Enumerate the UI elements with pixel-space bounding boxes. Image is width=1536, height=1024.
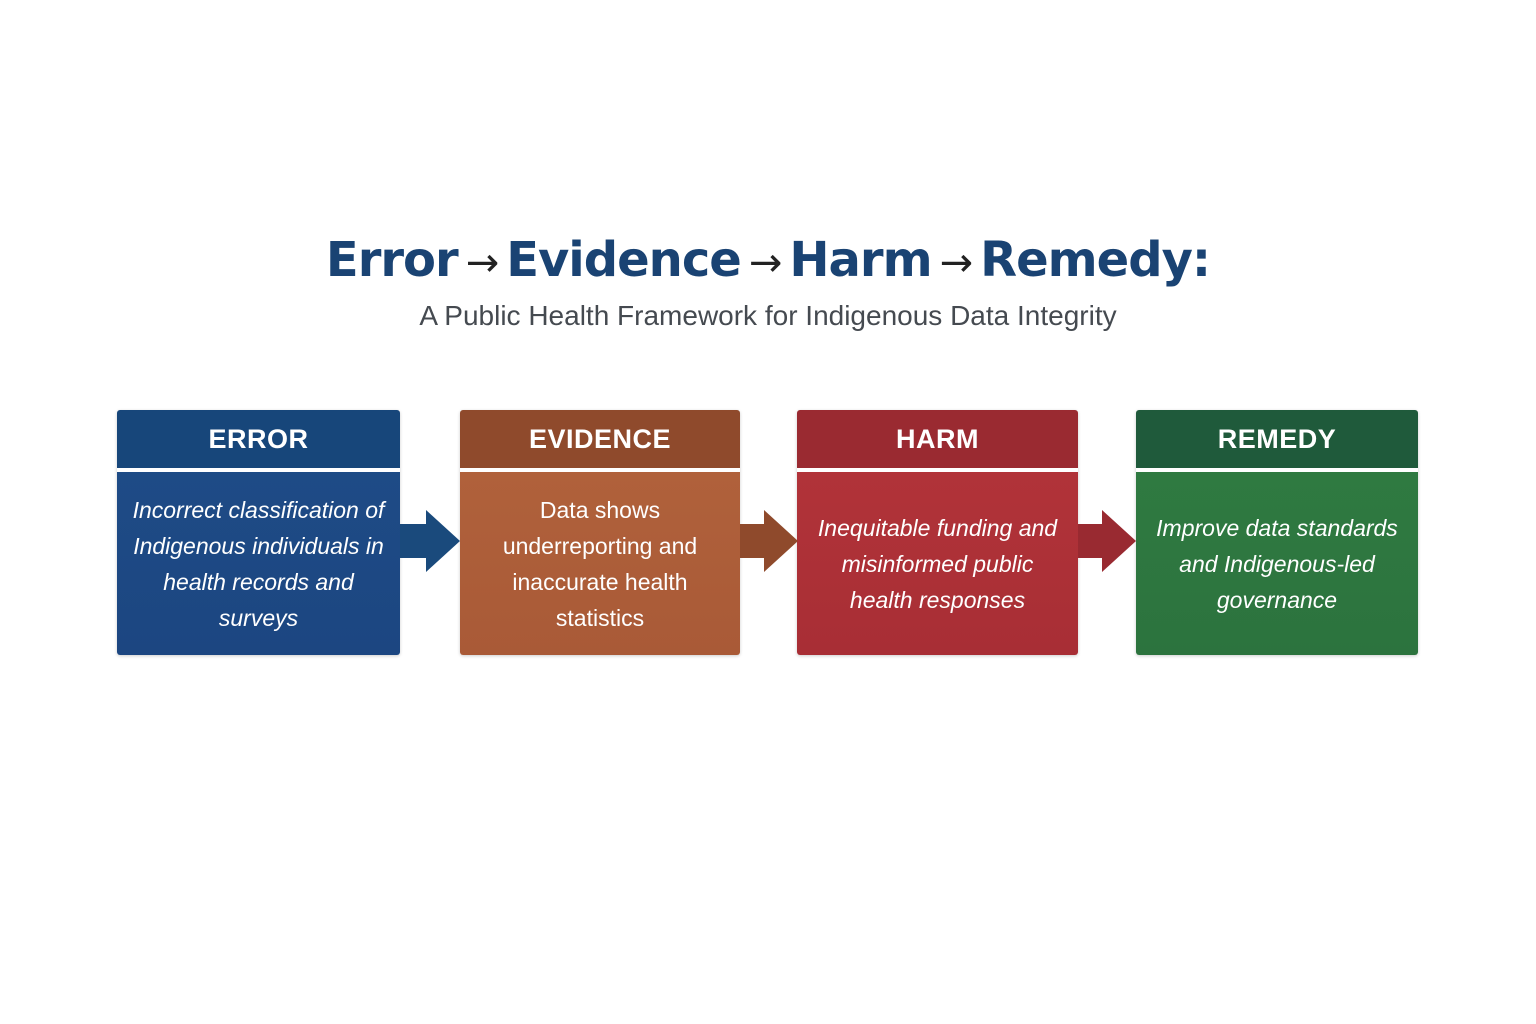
stage-harm: HARM Inequitable funding and misinformed…	[797, 410, 1078, 655]
stage-error: ERROR Incorrect classification of Indige…	[117, 410, 400, 655]
stage-evidence: EVIDENCE Data shows underreporting and i…	[460, 410, 740, 655]
stage-text: Data shows underreporting and inaccurate…	[460, 472, 740, 655]
arrow-right-icon	[740, 510, 798, 572]
stage-text: Inequitable funding and misinformed publ…	[797, 472, 1078, 655]
arrow-right-icon	[400, 510, 460, 572]
title-evidence: Evidence	[506, 232, 742, 288]
diagram-subtitle: A Public Health Framework for Indigenous…	[419, 300, 1117, 331]
title-harm: Harm	[789, 232, 932, 288]
title-arrow-icon: →	[465, 240, 500, 286]
stage-header: HARM	[797, 410, 1078, 468]
title-arrow-icon: →	[939, 240, 974, 286]
diagram-title: Error→Evidence→Harm→Remedy:	[0, 232, 1536, 288]
stage-text: Improve data standards and Indigenous-le…	[1136, 472, 1418, 655]
title-arrow-icon: →	[748, 240, 783, 286]
stage-header: REMEDY	[1136, 410, 1418, 468]
stage-header: ERROR	[117, 410, 400, 468]
arrow-right-icon	[1078, 510, 1136, 572]
stage-text: Incorrect classification of Indigenous i…	[117, 472, 400, 655]
stage-header: EVIDENCE	[460, 410, 740, 468]
stage-remedy: REMEDY Improve data standards and Indige…	[1136, 410, 1418, 655]
title-error: Error	[325, 232, 459, 288]
title-remedy: Remedy:	[980, 232, 1211, 288]
